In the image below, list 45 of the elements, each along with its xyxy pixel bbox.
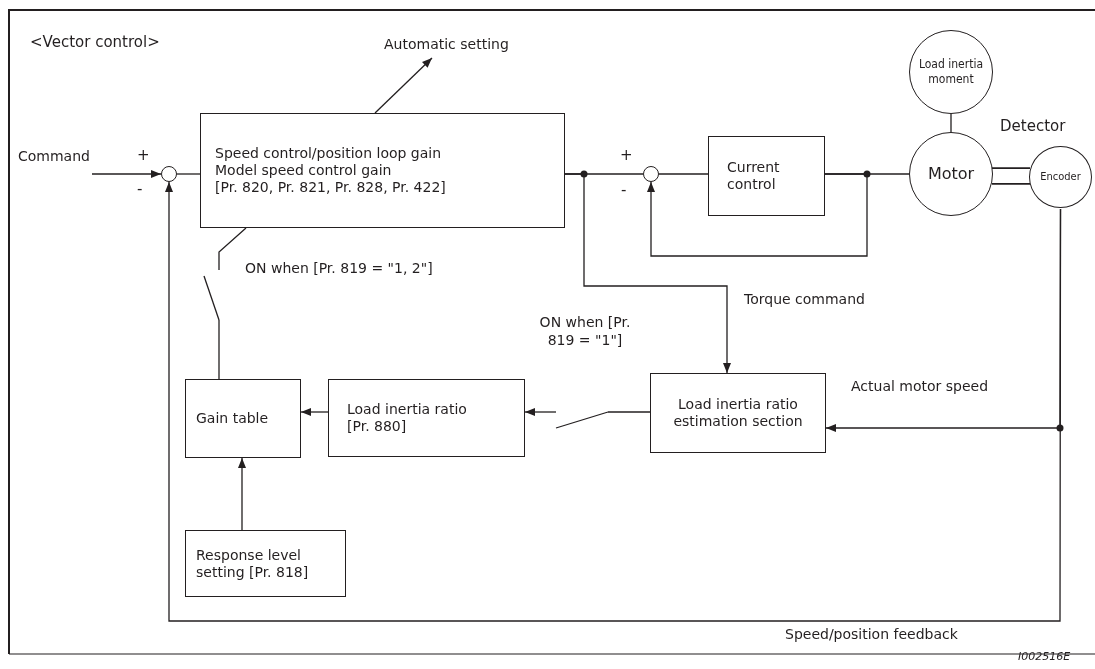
arrow [91,170,162,178]
connector-line [176,173,201,175]
title-label: <Vector control> [30,33,160,52]
arrow [374,57,433,114]
sign-label: - [137,180,143,199]
condition-label: ON when [Pr. 819 = "1"] [538,314,632,349]
encoder-circle: Encoder [1029,146,1092,208]
output-label: Automatic setting [384,36,544,58]
connector-line [658,173,709,175]
box-text: Load inertia ratio [347,401,468,418]
sign-label: + [620,146,633,165]
process-box: Gain table [185,379,301,458]
arrow [647,173,868,257]
signal-label: Actual motor speed [851,378,989,396]
figure-id: I002516E [1018,650,1071,664]
arrow [564,173,731,374]
sign-label: + [137,146,150,165]
connector-line [218,227,247,271]
process-box: Response level setting [Pr. 818] [185,530,346,597]
box-text: [Pr. 820, Pr. 821, Pr. 828, Pr. 422] [215,178,447,196]
summing-junction [161,166,177,182]
detector-label: Detector [1000,117,1066,136]
connector-line [218,319,220,380]
summing-junction [643,166,659,182]
arrow [238,457,246,531]
sign-label: - [621,181,627,200]
arrow [165,181,1062,622]
arrow [300,408,329,416]
signal-label: Command [18,148,92,182]
process-box [200,113,565,228]
process-box: Current control [708,136,825,216]
process-box [328,379,525,457]
box-text: Model speed control gain [215,162,393,179]
process-box: Load inertia ratio estimation section [650,373,826,453]
signal-label: Torque command [744,291,865,309]
connector-line [607,411,651,413]
condition-label: ON when [Pr. 819 = "1, 2"] [245,260,433,278]
signal-label: Speed/position feedback [785,626,958,644]
connector-line [950,113,952,133]
arrow [524,408,557,416]
shaft-coupling-line [992,167,1030,185]
box-text: Speed control/position loop gain [215,145,443,163]
load-circle: Load inertia moment [909,30,993,114]
box-text: [Pr. 880] [347,418,408,435]
motor-circle: Motor [909,132,993,216]
